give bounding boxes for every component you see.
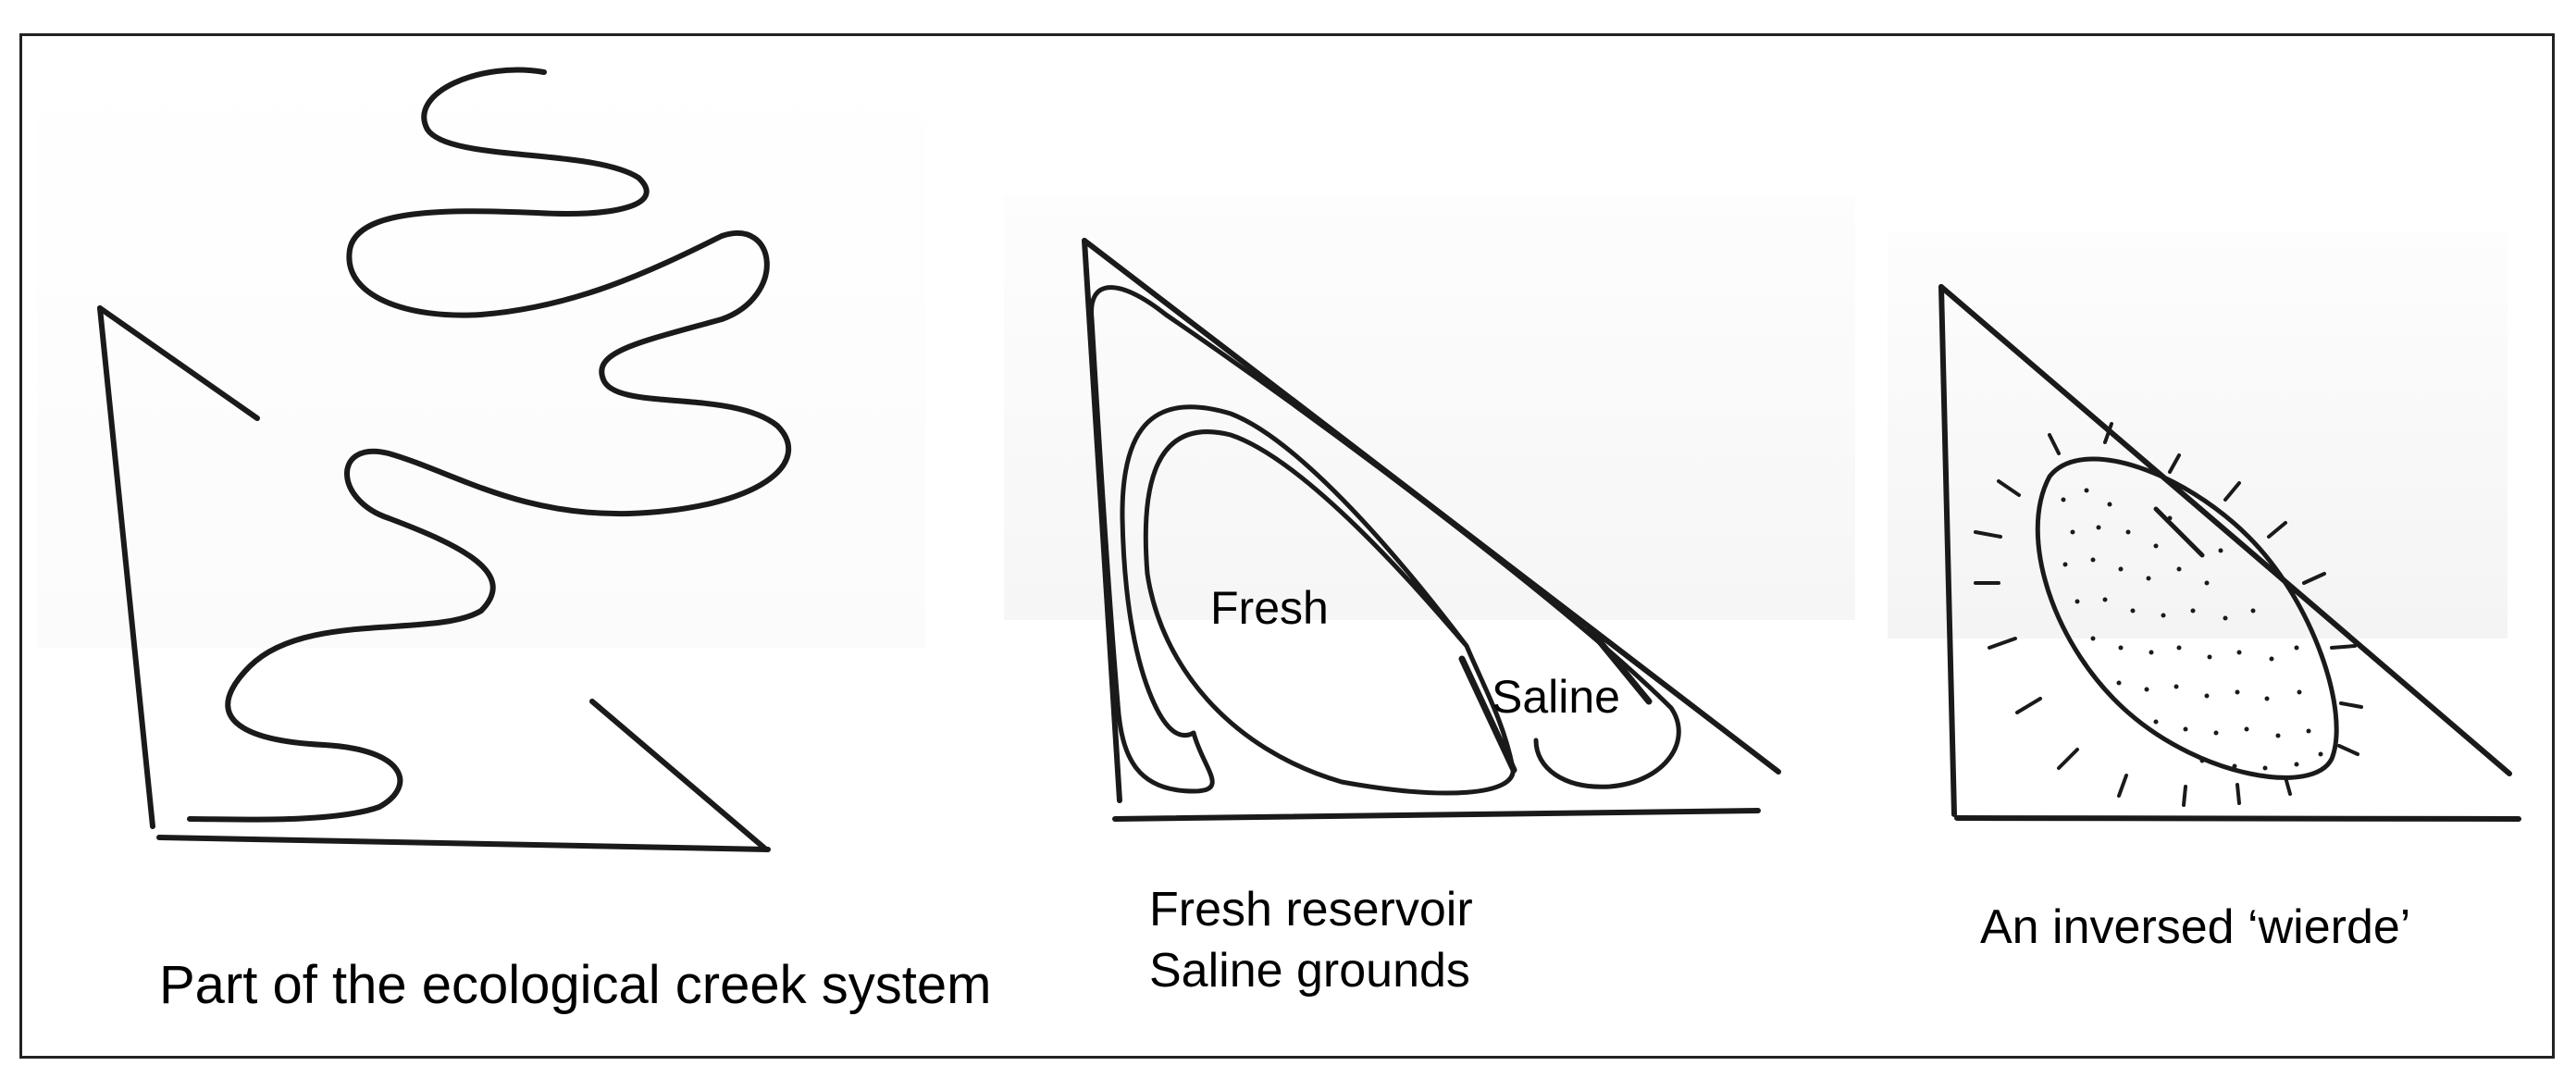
triangle-hypotenuse-3 xyxy=(1938,284,2512,776)
fresh-label: Fresh xyxy=(1210,582,1329,634)
triangle-left-top-edge xyxy=(97,305,260,421)
caption-inversed-wierde: An inversed ‘wierde’ xyxy=(1980,900,2411,954)
outer-boundary-loop xyxy=(1089,285,1681,794)
caption-reservoir: Fresh reservoir Saline grounds xyxy=(1149,879,1473,1001)
meandering-creek-icon xyxy=(97,67,791,852)
caption-reservoir-line-1: Fresh reservoir xyxy=(1149,883,1473,936)
triangle-reservoir-icon xyxy=(1082,238,1781,822)
stipple-dots xyxy=(2061,488,2323,771)
wierde-oval xyxy=(2035,456,2339,780)
inversed-wierde-icon xyxy=(1938,284,2521,822)
creek-line xyxy=(187,67,791,823)
caption-creek-system: Part of the ecological creek system xyxy=(159,955,992,1015)
radiating-strokes xyxy=(1974,422,2363,807)
saline-divider-thick xyxy=(1458,655,1517,774)
triangle-right-edge xyxy=(589,699,769,852)
triangle-left-edge-3 xyxy=(1938,284,1957,817)
triangle-left-edge-2 xyxy=(1082,238,1122,803)
oval-inner-mark xyxy=(2153,506,2205,558)
triangle-bottom-edge-3 xyxy=(1954,815,2521,822)
saline-edge-thick xyxy=(1586,626,1653,705)
triangle-bottom-edge xyxy=(156,835,771,852)
triangle-left-edge xyxy=(97,305,155,829)
paper-sheet-left xyxy=(37,56,925,648)
paper-sheet-right xyxy=(1888,231,2508,638)
triangle-bottom-edge-2 xyxy=(1112,808,1761,822)
caption-reservoir-line-2: Saline grounds xyxy=(1149,944,1470,998)
saline-label: Saline xyxy=(1492,671,1620,723)
